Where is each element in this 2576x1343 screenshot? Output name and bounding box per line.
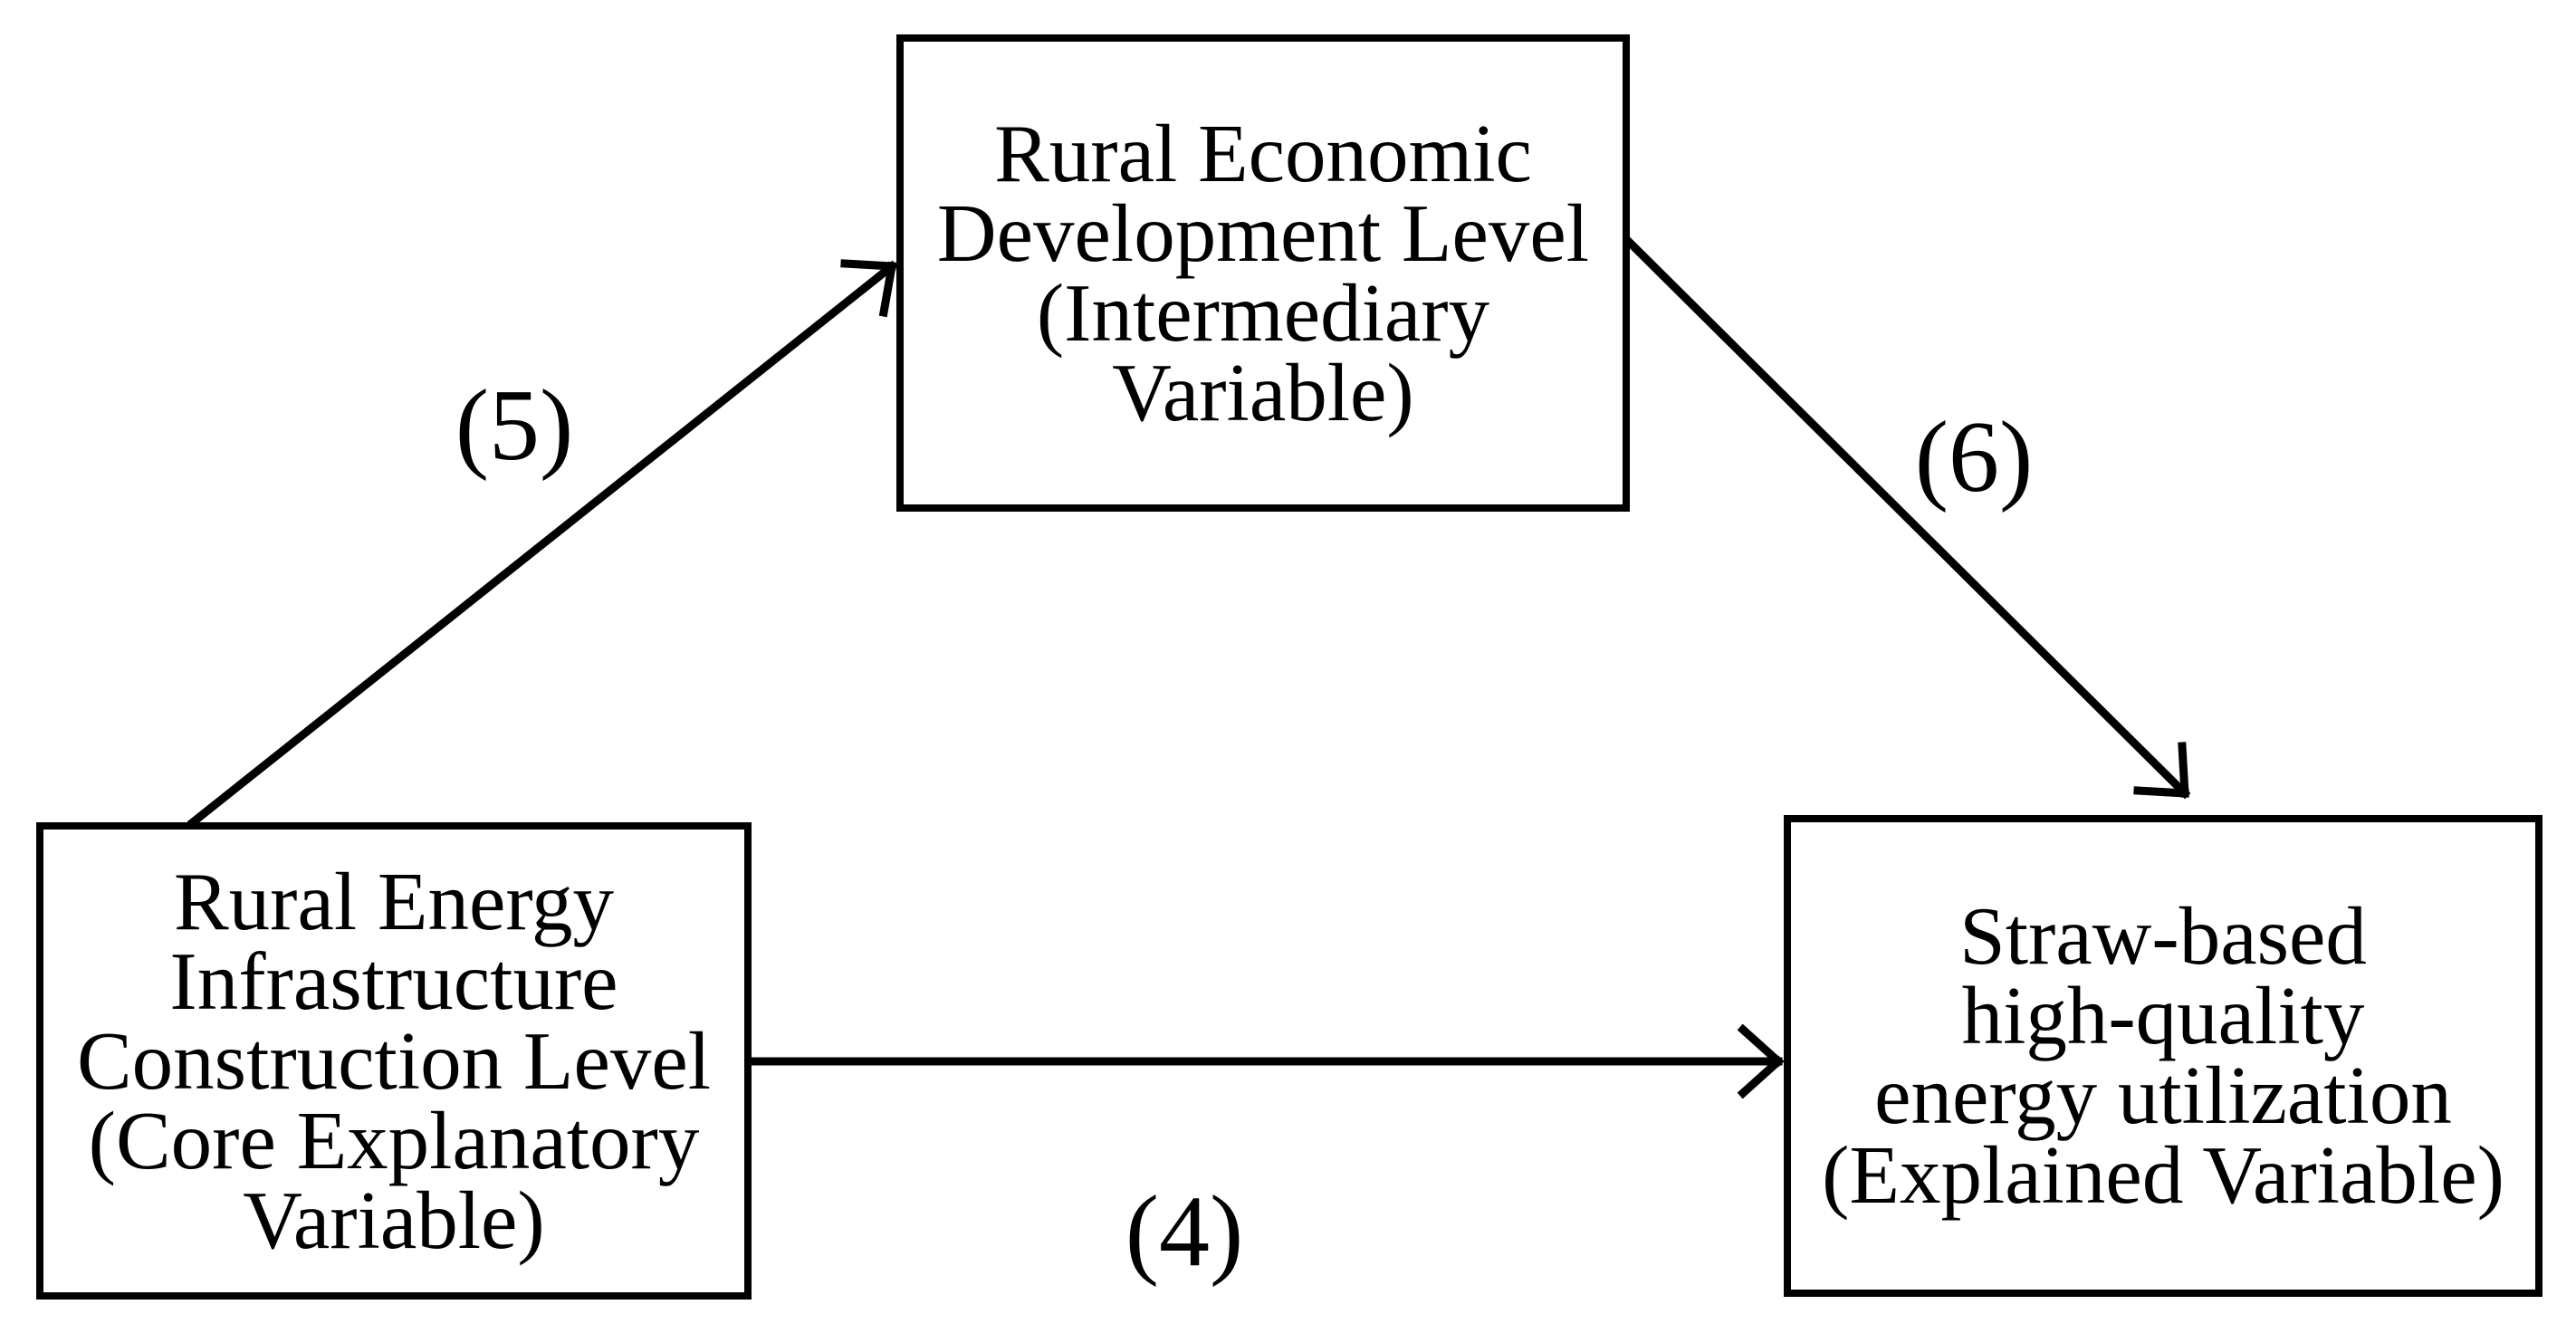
- arrow-label-5: (5): [455, 369, 574, 482]
- node-text-line: Variable): [1112, 346, 1414, 438]
- arrow-explanatory-to-intermediary: [187, 259, 898, 829]
- arrow-6-barb-top: [2178, 742, 2189, 798]
- node-text-line: (Core Explanatory: [88, 1094, 700, 1186]
- node-text-line: energy utilization: [1874, 1050, 2452, 1141]
- node-text-line: Straw-based: [1959, 890, 2367, 982]
- node-intermediary-variable: Rural Economic Development Level (Interm…: [896, 34, 1630, 512]
- node-text-line: Rural Economic: [994, 107, 1532, 199]
- node-text-line: (Intermediary: [1036, 266, 1490, 359]
- arrow-4-barb-top: [1737, 1023, 1785, 1068]
- arrow-5-barb-top: [840, 259, 896, 271]
- node-explained-variable: Straw-based high-quality energy utilizat…: [1784, 815, 2542, 1297]
- arrow-label-4: (4): [1125, 1175, 1244, 1288]
- arrow-5-shaft: [187, 260, 898, 829]
- node-core-explanatory-variable: Rural Energy Infrastructure Construction…: [36, 822, 752, 1300]
- node-text-line: Variable): [243, 1174, 545, 1266]
- arrow-5-barb-bottom: [878, 261, 897, 318]
- arrow-4-barb-bottom: [1737, 1055, 1785, 1099]
- arrow-label-6: (6): [1914, 401, 2034, 513]
- node-text-line: high-quality: [1961, 970, 2365, 1061]
- node-text-line: (Explained Variable): [1822, 1129, 2504, 1221]
- arrow-explanatory-to-explained: [747, 1023, 1785, 1099]
- node-text-line: Construction Level: [76, 1014, 712, 1107]
- arrow-6-shaft: [1623, 236, 2191, 800]
- node-text-line: Rural Energy: [173, 855, 615, 947]
- arrow-intermediary-to-explained: [1623, 236, 2191, 800]
- node-text-line: Infrastructure: [169, 935, 618, 1027]
- arrow-6-barb-left: [2133, 786, 2189, 798]
- node-text-line: Development Level: [936, 187, 1590, 279]
